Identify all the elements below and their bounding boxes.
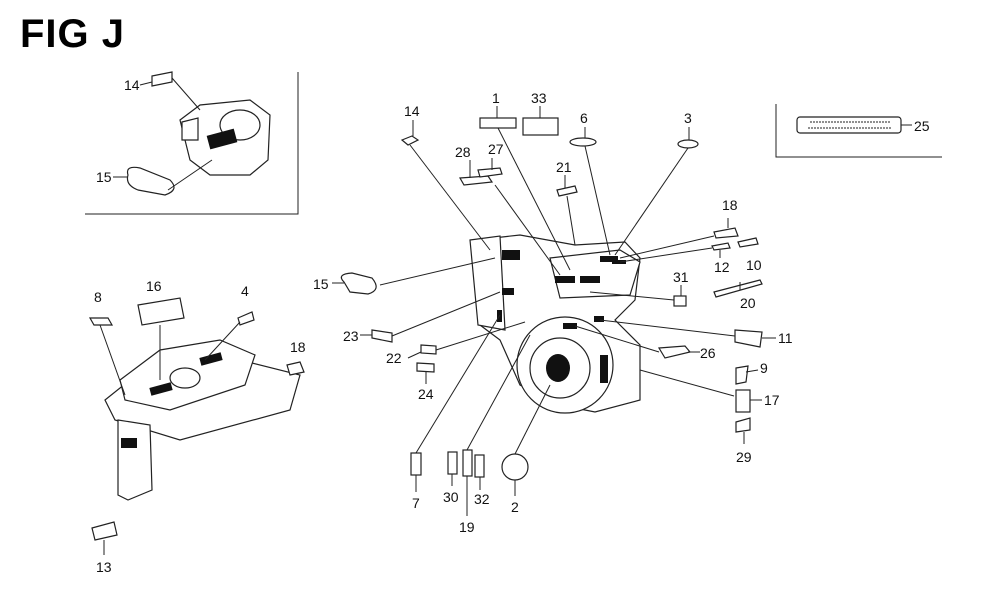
fuel-tank-assembly: 8 16 4 18 13 [88,278,306,575]
callout-27: 27 [488,141,504,157]
callout-22: 22 [386,350,402,366]
callout-31: 31 [673,269,689,285]
callout-10: 10 [746,257,762,273]
callout-33: 33 [531,90,547,106]
callout-26: 26 [700,345,716,361]
air-cleaner-inset: 14 15 [85,71,299,215]
callout-8: 8 [94,289,102,305]
callout-14: 14 [404,103,420,119]
callout-15: 15 [313,276,329,292]
callout-29: 29 [736,449,752,465]
callout-18: 18 [290,339,306,355]
callout-28: 28 [455,144,471,160]
callout-6: 6 [580,110,588,126]
callout-19: 19 [459,519,475,535]
callout-17: 17 [764,392,780,408]
callout-2: 2 [511,499,519,515]
callout-13: 13 [96,559,112,575]
callout-21: 21 [556,159,572,175]
callout-15: 15 [96,169,112,185]
callout-16: 16 [146,278,162,294]
callout-7: 7 [412,495,420,511]
callout-11: 11 [778,330,793,346]
callouts: 14 1 33 6 3 28 27 21 18 12 10 20 31 15 2… [313,90,793,535]
callout-9: 9 [760,360,768,376]
callout-18: 18 [722,197,738,213]
callout-12: 12 [714,259,730,275]
callout-1: 1 [492,90,500,106]
figure-title: FIG J [20,12,126,56]
warning-label-box: 25 [775,104,942,158]
callout-4: 4 [241,283,249,299]
callout-25: 25 [914,118,930,134]
engine-assembly [469,234,641,414]
callout-24: 24 [418,386,434,402]
callout-23: 23 [343,328,359,344]
callout-3: 3 [684,110,692,126]
callout-32: 32 [474,491,490,507]
callout-30: 30 [443,489,459,505]
callout-14: 14 [124,77,140,93]
callout-20: 20 [740,295,756,311]
